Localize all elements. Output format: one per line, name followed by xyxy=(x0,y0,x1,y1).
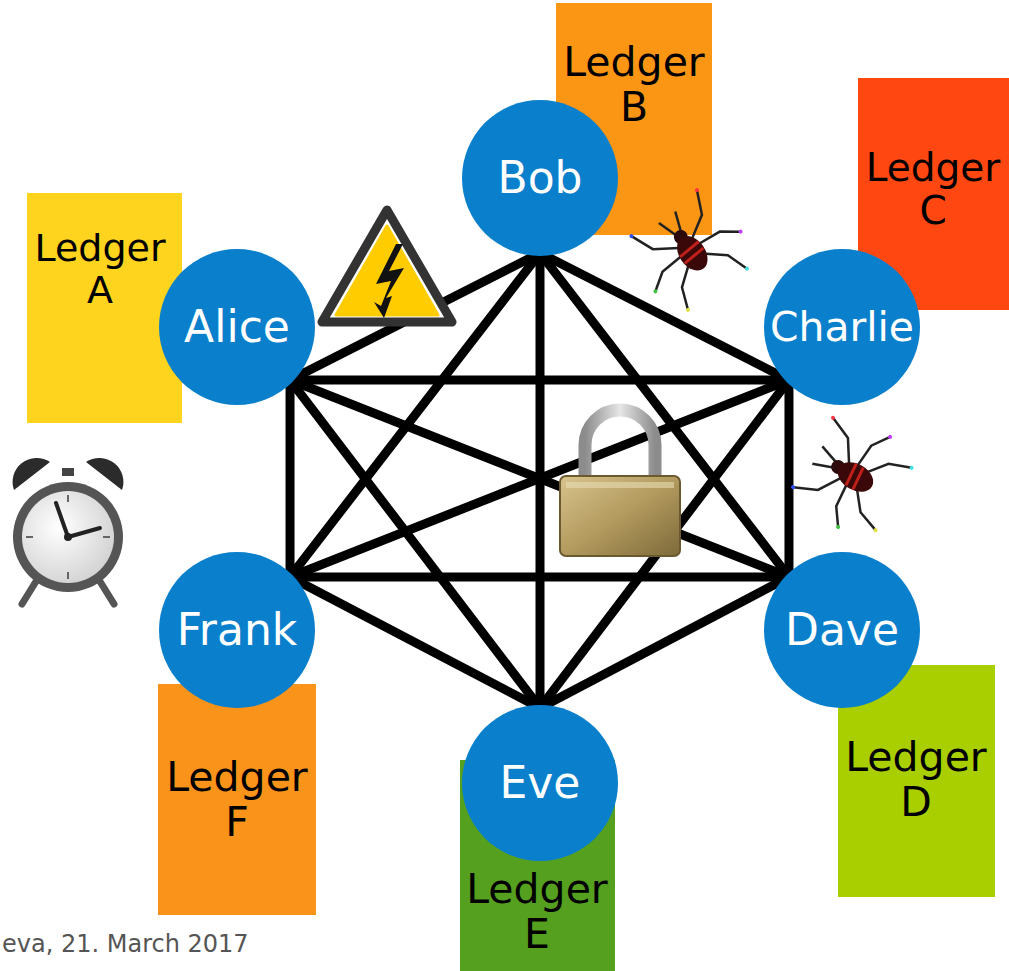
circle-shape xyxy=(159,249,315,405)
ledger-box: Ledger F xyxy=(158,684,316,915)
network-link xyxy=(286,380,295,577)
network-link xyxy=(784,380,793,577)
bug-icon-part xyxy=(844,464,858,486)
alarm-clock-part xyxy=(22,575,40,604)
network-link xyxy=(290,380,789,577)
padlock-icon-part xyxy=(566,482,674,488)
participant-circle: Bob xyxy=(462,100,618,256)
date-note: eva, 21. March 2017 xyxy=(2,930,249,958)
participant-circle: Charlie xyxy=(764,249,920,405)
alarm-clock-part xyxy=(13,482,123,592)
alarm-clock-part-part xyxy=(67,572,69,579)
bug-icon-part xyxy=(679,241,700,256)
alarm-clock-part-part xyxy=(26,536,33,538)
network-link xyxy=(290,572,789,581)
warning-sign xyxy=(322,210,452,322)
bug-icon-part-part xyxy=(666,263,711,310)
alarm-clock-part xyxy=(56,503,68,537)
footer-note: eva, 21. March 2017 xyxy=(2,930,249,958)
alarm-clock-part xyxy=(22,491,114,583)
ledger-label: Ledger C xyxy=(866,147,1001,233)
circle-shape xyxy=(462,705,618,861)
ledger-box: Ledger A xyxy=(27,193,182,423)
network-link xyxy=(290,253,540,380)
bug-icon-part xyxy=(835,524,840,529)
bug-icon-part-part xyxy=(819,446,840,462)
bug-icon-part-part xyxy=(647,256,689,292)
ledger-label: Ledger E xyxy=(466,867,607,957)
alarm-clock xyxy=(13,458,124,604)
bug-icon-part xyxy=(873,527,878,532)
network-link xyxy=(540,253,789,380)
participant-circle: Eve xyxy=(462,705,618,861)
bug-icon-part xyxy=(833,456,879,498)
warning-sign-part xyxy=(322,210,452,322)
bug-icon-part-part xyxy=(817,418,865,464)
participant-name: Charlie xyxy=(770,305,914,350)
bug-icon-part xyxy=(787,407,920,544)
alarm-clock-part xyxy=(13,458,50,490)
network-link xyxy=(290,577,540,708)
bug-icon-part-part xyxy=(857,430,890,473)
alarm-clock-part xyxy=(62,468,74,476)
bug-icon-part xyxy=(887,434,892,439)
alarm-clock-part xyxy=(64,533,72,541)
participant-circle: Dave xyxy=(764,552,920,708)
ledger-label: Ledger A xyxy=(34,228,165,312)
bug-icon-part-part xyxy=(865,449,912,492)
participant-name: Alice xyxy=(184,303,290,351)
bug-icon-part-part xyxy=(826,484,859,527)
alarm-clock-part xyxy=(68,528,100,537)
bug-icon-part xyxy=(685,307,691,313)
bug-icon-part-part xyxy=(843,487,890,530)
participant-name: Frank xyxy=(177,606,298,654)
network-link xyxy=(290,380,540,708)
network-link xyxy=(540,253,789,577)
alarm-clock-part-part xyxy=(67,495,69,502)
bug-icon-part xyxy=(851,468,865,490)
circle-shape xyxy=(159,552,315,708)
participant-name: Bob xyxy=(497,154,582,202)
bug-icon-part xyxy=(671,230,714,276)
bug-icon-part xyxy=(653,289,659,295)
alarm-clock-part xyxy=(26,495,110,579)
bug-icon-part xyxy=(684,248,705,263)
circle-shape xyxy=(764,552,920,708)
participant-circle: Alice xyxy=(159,249,315,405)
circle-shape xyxy=(764,249,920,405)
alarm-clock-part-part xyxy=(103,536,110,538)
participant-name: Eve xyxy=(500,759,581,807)
network-link xyxy=(540,577,789,708)
warning-sign-part xyxy=(336,226,438,315)
bug-icon-part xyxy=(830,415,835,420)
bug-icon-part xyxy=(744,266,750,272)
bug-icon-part-part xyxy=(812,458,833,474)
alarm-clock-part xyxy=(96,575,114,604)
bug-icon-part xyxy=(790,484,795,489)
bug-icon xyxy=(784,405,922,547)
bug-icon-part xyxy=(909,465,914,470)
participant-circle: Frank xyxy=(159,552,315,708)
alarm-clock-part xyxy=(86,458,123,490)
ledger-label: Ledger D xyxy=(845,735,986,825)
padlock-icon-part xyxy=(560,476,680,556)
circle-shape xyxy=(462,100,618,256)
ledger-label: Ledger F xyxy=(166,755,307,845)
bug-icon-part-part xyxy=(702,238,747,285)
bug-icon-part xyxy=(738,229,744,235)
padlock-icon xyxy=(560,410,680,556)
bug-icon-part xyxy=(829,457,848,476)
padlock-icon-part xyxy=(585,410,655,482)
warning-sign-part xyxy=(374,244,404,318)
bug-icon-part-part xyxy=(793,459,841,505)
participant-name: Dave xyxy=(785,606,899,654)
